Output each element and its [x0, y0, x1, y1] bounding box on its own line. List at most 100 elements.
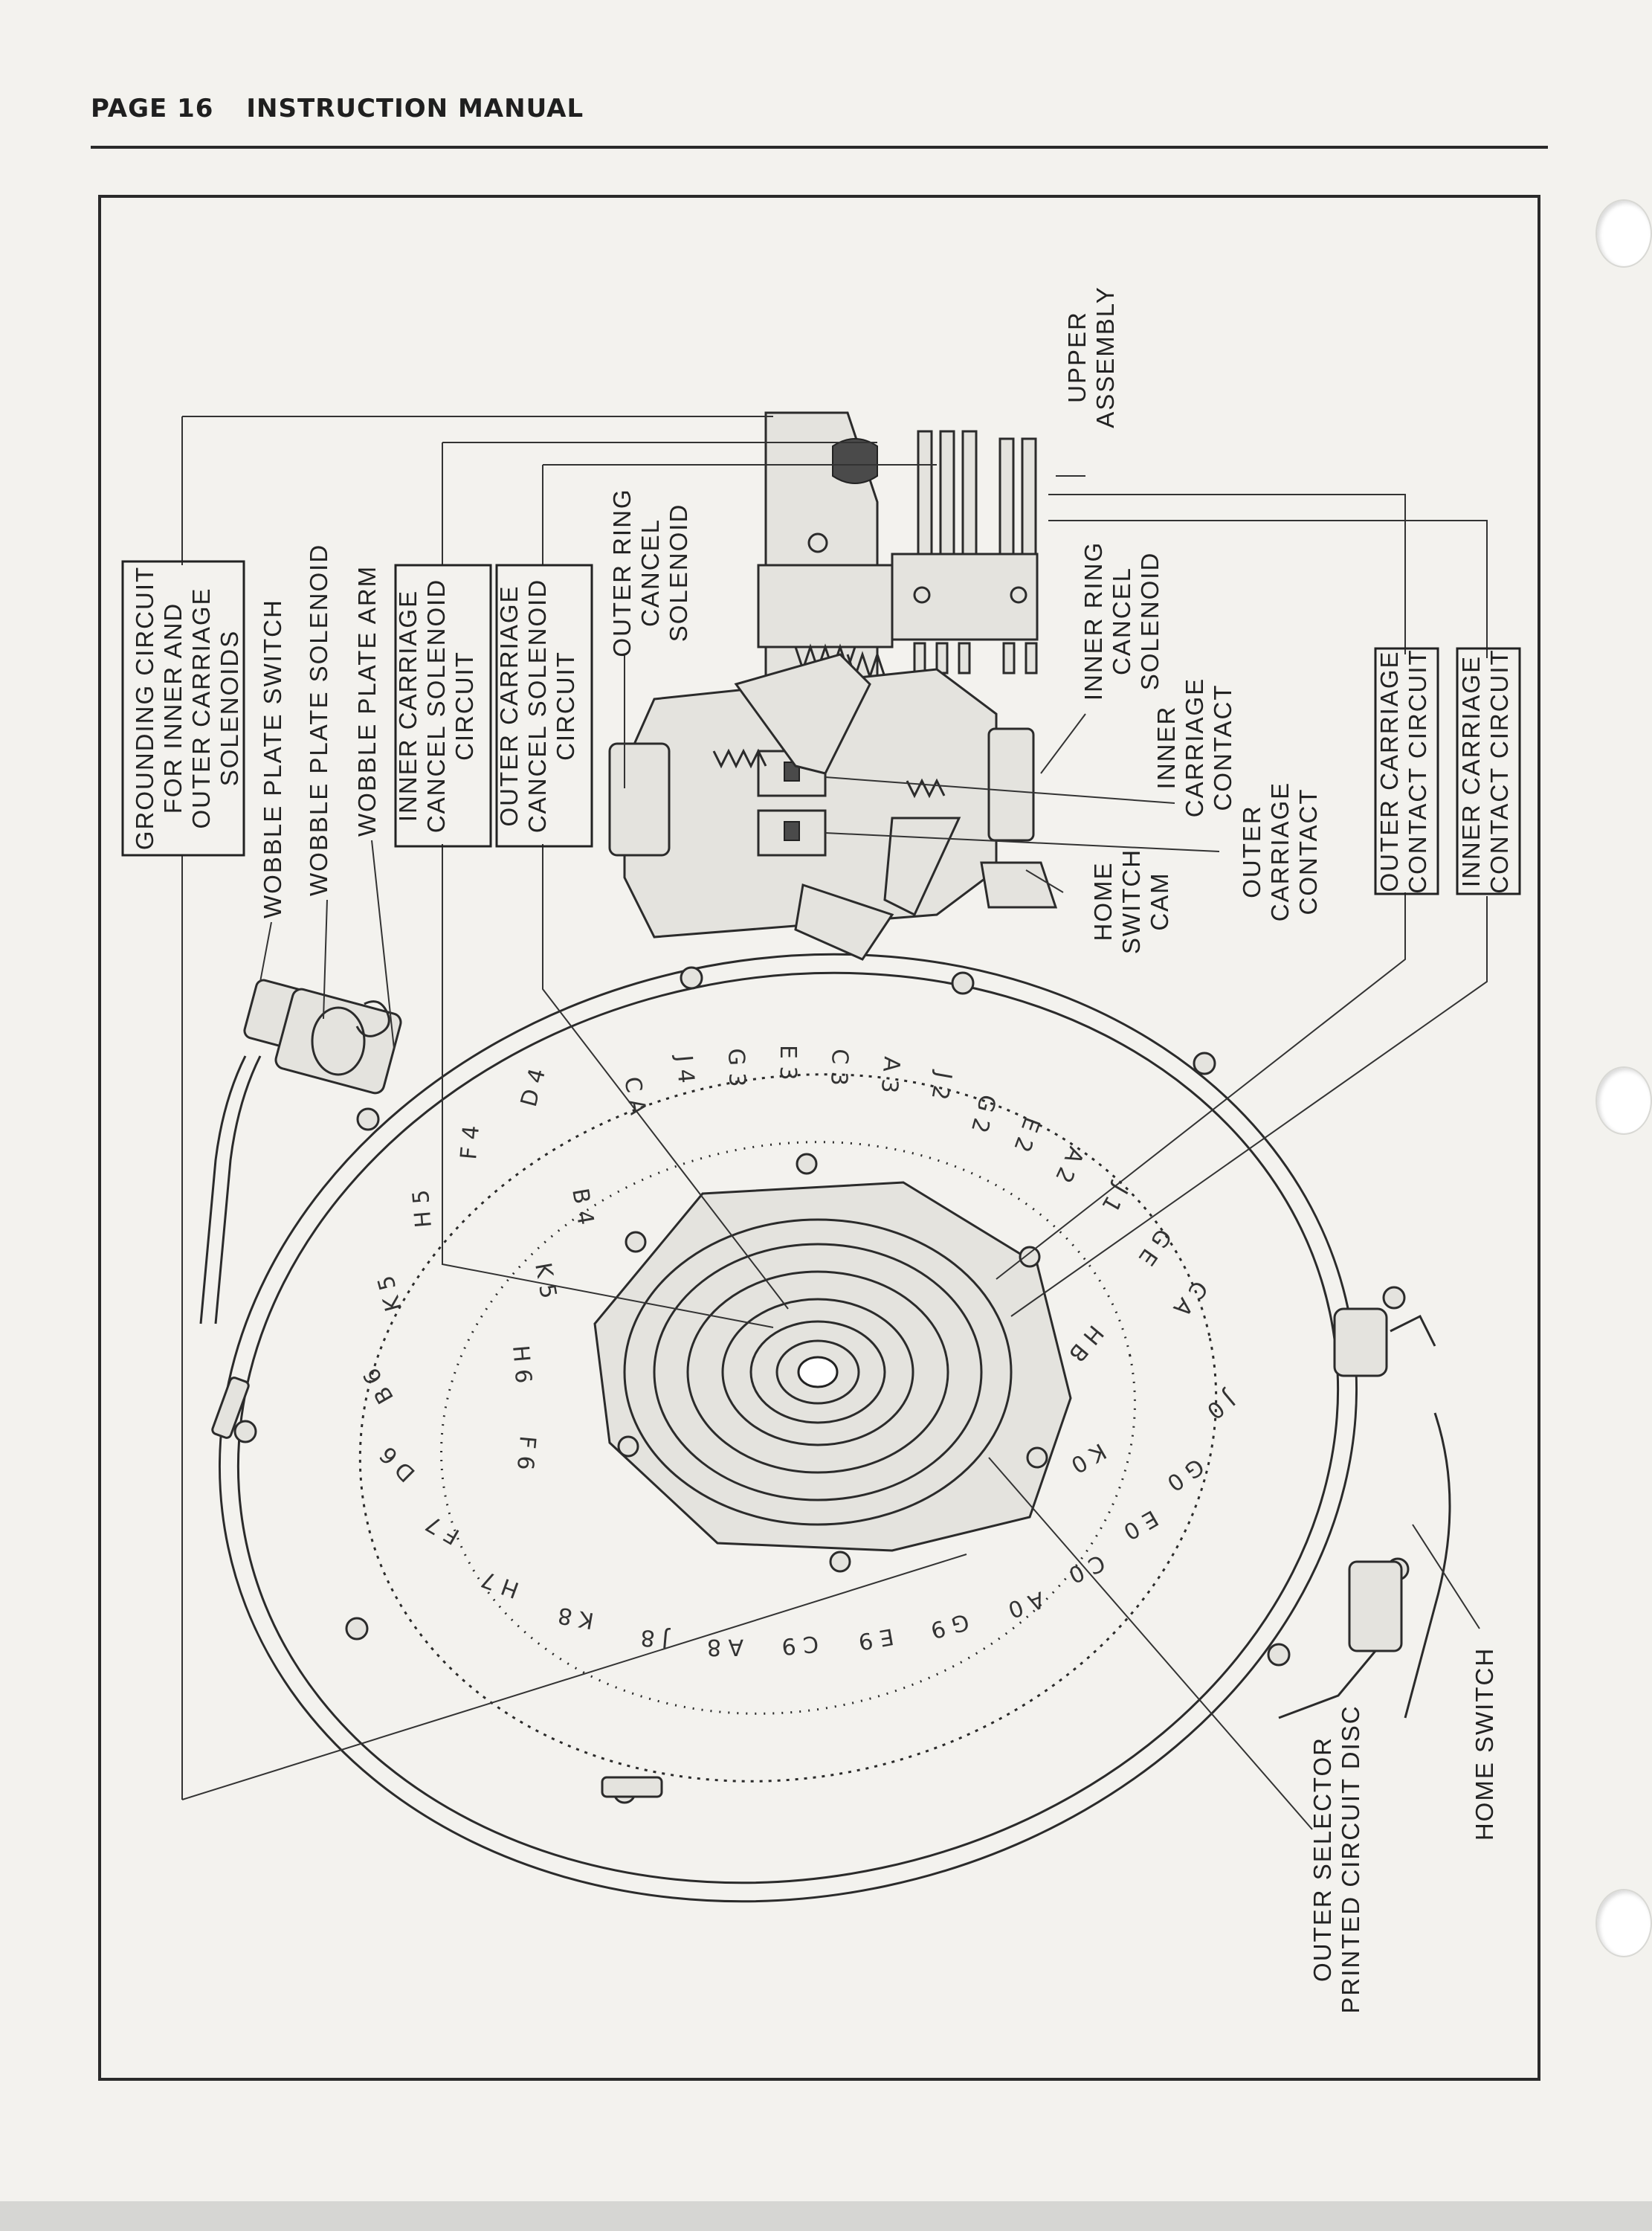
svg-text:H 6: H 6 — [507, 1345, 536, 1385]
svg-text:HOME: HOME — [1089, 862, 1117, 941]
svg-text:G 3: G 3 — [723, 1048, 750, 1087]
svg-text:E 9: E 9 — [856, 1623, 896, 1655]
svg-text:SOLENOIDS: SOLENOIDS — [216, 630, 243, 787]
svg-text:C A: C A — [619, 1075, 651, 1117]
wobble-plate-arm-label: WOBBLE PLATE ARM — [353, 565, 381, 837]
outer-ring-cancel-label: OUTER RING CANCEL SOLENOID — [608, 488, 692, 657]
wobble-plate-solenoid-label: WOBBLE PLATE SOLENOID — [305, 544, 332, 896]
svg-text:CANCEL: CANCEL — [1108, 567, 1135, 675]
svg-text:C 9: C 9 — [781, 1630, 819, 1659]
home-switch-mechanism — [1278, 1307, 1451, 1719]
grounding-circuit-label: GROUNDING CIRCUIT FOR INNER AND OUTER CA… — [131, 566, 243, 850]
svg-text:GROUNDING CIRCUIT: GROUNDING CIRCUIT — [131, 566, 158, 850]
svg-text:J 2: J 2 — [926, 1069, 957, 1102]
inner-carriage-contact-circuit-label: INNER CARRIAGE CONTACT CIRCUIT — [1457, 648, 1513, 893]
svg-text:CONTACT CIRCUIT: CONTACT CIRCUIT — [1485, 648, 1513, 893]
svg-text:SOLENOID: SOLENOID — [1136, 552, 1164, 691]
inner-carriage-contact-label: INNER CARRIAGE CONTACT — [1152, 677, 1236, 817]
svg-text:FOR INNER AND: FOR INNER AND — [159, 602, 187, 814]
punch-hole-bottom — [1595, 1889, 1652, 1957]
home-switch-cam-label: HOME SWITCH CAM — [1089, 849, 1173, 954]
inner-ring-cancel-label: INNER RING CANCEL SOLENOID — [1080, 541, 1164, 701]
svg-text:OUTER CARRIAGE: OUTER CARRIAGE — [1375, 650, 1403, 892]
svg-text:INNER: INNER — [1152, 706, 1180, 790]
page-number: PAGE 16 — [91, 94, 214, 123]
svg-text:G 9: G 9 — [928, 1608, 972, 1643]
svg-text:SWITCH: SWITCH — [1117, 849, 1145, 954]
leader-lines — [181, 416, 1488, 1830]
svg-text:E 0: E 0 — [1119, 1504, 1163, 1545]
svg-text:OUTER CARRIAGE: OUTER CARRIAGE — [495, 585, 523, 826]
svg-text:D 6: D 6 — [375, 1441, 420, 1487]
svg-text:B 4: B 4 — [567, 1186, 598, 1227]
svg-text:ASSEMBLY: ASSEMBLY — [1091, 286, 1119, 428]
header-rule — [91, 146, 1548, 149]
svg-text:K 8: K 8 — [556, 1602, 596, 1634]
svg-text:UPPER: UPPER — [1063, 311, 1091, 403]
upper-assembly-drawing — [608, 411, 1058, 961]
svg-text:OUTER RING: OUTER RING — [608, 488, 636, 657]
svg-text:F 6: F 6 — [512, 1435, 541, 1471]
svg-text:INNER CARRIAGE: INNER CARRIAGE — [394, 590, 422, 822]
figure-frame — [98, 195, 1540, 2081]
svg-text:H B: H B — [1063, 1320, 1109, 1367]
inner-carriage-cancel-box — [394, 564, 492, 848]
upper-assembly-label: UPPER ASSEMBLY — [1063, 286, 1119, 428]
punch-hole-middle — [1595, 1066, 1652, 1135]
svg-text:CARRIAGE: CARRIAGE — [1181, 677, 1208, 817]
svg-text:CANCEL: CANCEL — [636, 518, 664, 627]
svg-text:H 5: H 5 — [408, 1188, 437, 1229]
svg-text:C 0: C 0 — [1065, 1549, 1109, 1588]
hub-plate — [593, 1153, 1072, 1573]
svg-text:OUTER: OUTER — [1238, 805, 1265, 898]
svg-text:PRINTED CIRCUIT DISC: PRINTED CIRCUIT DISC — [1337, 1704, 1364, 2013]
svg-text:OUTER SELECTOR: OUTER SELECTOR — [1309, 1736, 1336, 1982]
home-switch-label: HOME SWITCH — [1471, 1647, 1498, 1841]
svg-text:E 2: E 2 — [1008, 1113, 1045, 1156]
svg-text:CAM: CAM — [1146, 872, 1173, 930]
svg-text:F 7: F 7 — [422, 1510, 464, 1549]
outer-carriage-contact-label: OUTER CARRIAGE CONTACT — [1238, 782, 1322, 921]
svg-text:F 4: F 4 — [456, 1124, 485, 1161]
svg-text:H 7: H 7 — [478, 1565, 523, 1603]
svg-text:CIRCUIT: CIRCUIT — [451, 651, 478, 761]
inner-carriage-contact-circuit-box — [1456, 647, 1521, 895]
svg-text:A 0: A 0 — [1004, 1585, 1048, 1623]
punch-hole-top — [1595, 199, 1652, 268]
svg-text:D 4: D 4 — [516, 1066, 551, 1110]
svg-text:A 2: A 2 — [1050, 1143, 1088, 1187]
outer-carriage-cancel-box — [495, 564, 593, 848]
svg-text:CIRCUIT: CIRCUIT — [552, 651, 579, 761]
svg-text:CARRIAGE: CARRIAGE — [1266, 782, 1294, 921]
svg-text:J 0: J 0 — [1201, 1385, 1241, 1424]
svg-text:G E: G E — [1133, 1223, 1176, 1269]
svg-text:K 0: K 0 — [1066, 1438, 1110, 1478]
svg-text:B 6: B 6 — [358, 1363, 399, 1408]
svg-text:K 5: K 5 — [372, 1272, 407, 1314]
wobble-plate-switch-label: WOBBLE PLATE SWITCH — [259, 599, 286, 918]
outer-selector-disc-label: OUTER SELECTOR PRINTED CIRCUIT DISC — [1309, 1704, 1364, 2013]
svg-text:INNER CARRIAGE: INNER CARRIAGE — [1457, 655, 1485, 887]
svg-text:G 2: G 2 — [966, 1092, 1001, 1136]
outer-carriage-cancel-label: OUTER CARRIAGE CANCEL SOLENOID CIRCUIT — [495, 579, 579, 833]
svg-text:CANCEL SOLENOID: CANCEL SOLENOID — [422, 579, 450, 833]
terminal-posts — [913, 430, 1038, 675]
inner-carriage-cancel-label: INNER CARRIAGE CANCEL SOLENOID CIRCUIT — [394, 579, 478, 833]
page-header: PAGE 16 INSTRUCTION MANUAL — [91, 94, 584, 123]
svg-text:CONTACT CIRCUIT: CONTACT CIRCUIT — [1404, 648, 1431, 893]
svg-text:CONTACT: CONTACT — [1294, 788, 1322, 915]
wobble-plate-mechanism — [199, 979, 402, 1324]
svg-text:A 3: A 3 — [876, 1055, 905, 1094]
svg-text:A 8: A 8 — [707, 1634, 743, 1660]
svg-text:E 3: E 3 — [775, 1045, 801, 1081]
svg-text:K 5: K 5 — [529, 1261, 561, 1301]
svg-text:INNER RING: INNER RING — [1080, 541, 1107, 701]
outer-carriage-contact-circuit-box — [1374, 647, 1439, 895]
svg-text:OUTER CARRIAGE: OUTER CARRIAGE — [187, 587, 215, 828]
svg-text:SOLENOID: SOLENOID — [665, 503, 692, 643]
svg-text:C A: C A — [1168, 1275, 1213, 1321]
svg-text:J 4: J 4 — [671, 1053, 699, 1084]
manual-title: INSTRUCTION MANUAL — [246, 94, 584, 123]
svg-text:CANCEL SOLENOID: CANCEL SOLENOID — [523, 579, 551, 833]
